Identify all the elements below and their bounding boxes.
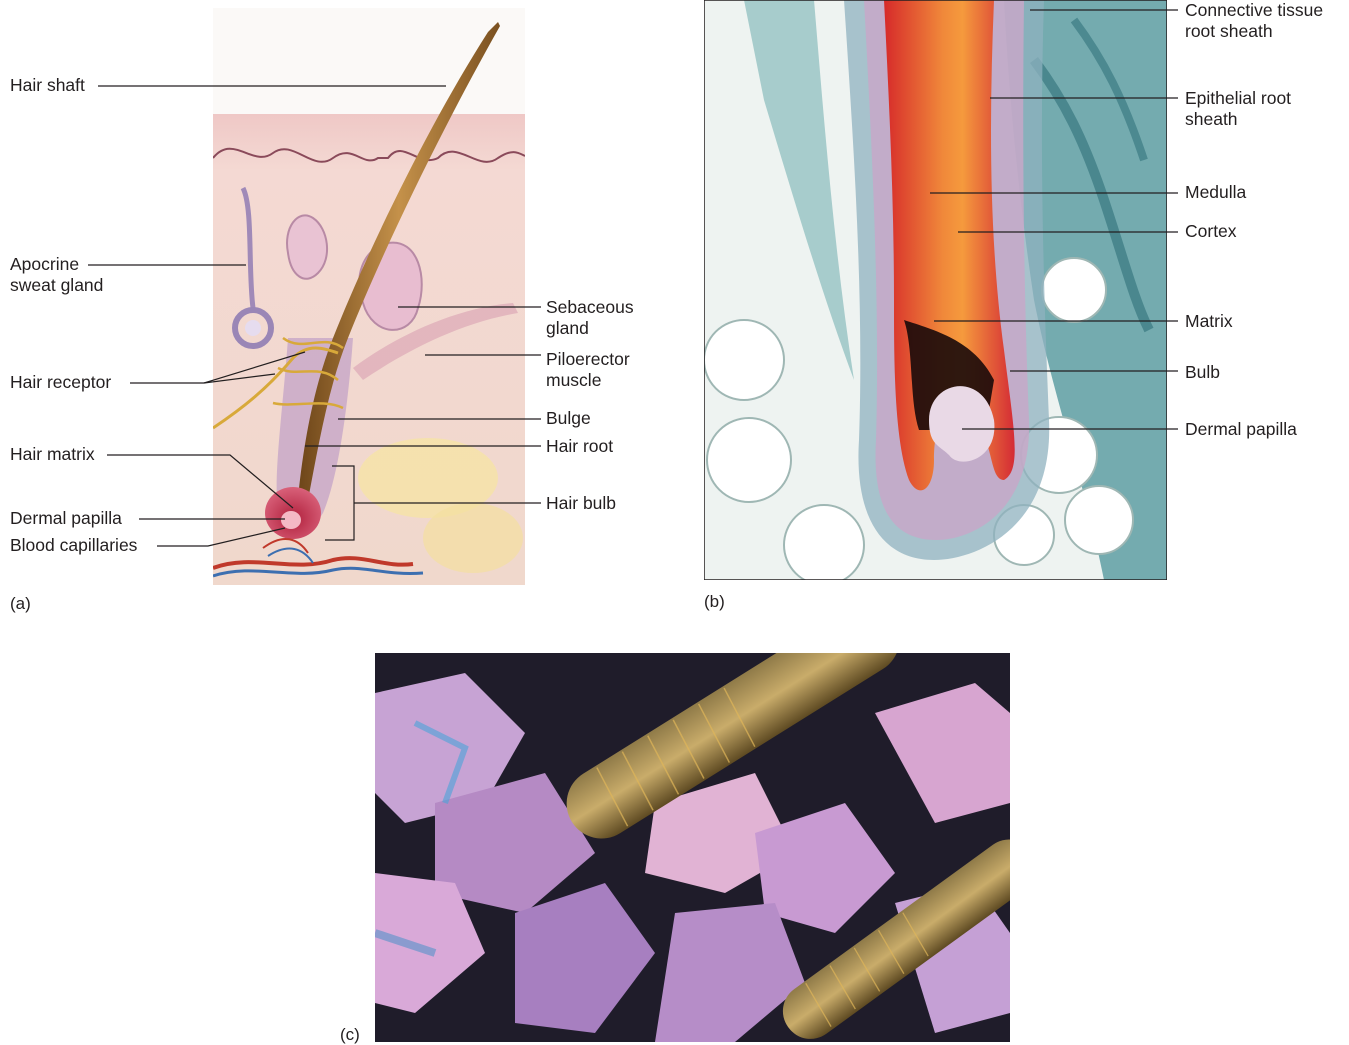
label-blood-capillaries: Blood capillaries [10, 535, 137, 556]
label-sebaceous-line2: gland [546, 318, 634, 339]
label-medulla: Medulla [1185, 182, 1246, 203]
label-hair-root: Hair root [546, 436, 613, 457]
label-matrix: Matrix [1185, 311, 1233, 332]
label-piloerector-muscle: Piloerector muscle [546, 349, 630, 391]
label-bulb: Bulb [1185, 362, 1220, 383]
label-apocrine-line2: sweat gland [10, 275, 103, 296]
label-epithelial-root-sheath: Epithelial root sheath [1185, 88, 1291, 130]
label-apocrine-sweat-gland: Apocrine sweat gland [10, 254, 103, 296]
label-connective-line2: root sheath [1185, 21, 1323, 42]
hair-follicle-illustration [213, 8, 525, 585]
panel-b-tag: (b) [704, 592, 725, 612]
label-cortex: Cortex [1185, 221, 1237, 242]
label-hair-shaft: Hair shaft [10, 75, 85, 96]
label-hair-bulb: Hair bulb [546, 493, 616, 514]
label-piloerector-line1: Piloerector [546, 349, 630, 370]
label-apocrine-line1: Apocrine [10, 254, 103, 275]
label-dermal-papilla-a: Dermal papilla [10, 508, 122, 529]
hair-sem-micrograph [375, 653, 1010, 1042]
label-hair-receptor: Hair receptor [10, 372, 111, 393]
label-connective-tissue-root-sheath: Connective tissue root sheath [1185, 0, 1323, 42]
label-bulge: Bulge [546, 408, 591, 429]
label-epithelial-line1: Epithelial root [1185, 88, 1291, 109]
label-dermal-papilla-b: Dermal papilla [1185, 419, 1297, 440]
label-piloerector-line2: muscle [546, 370, 630, 391]
panel-a-tag: (a) [10, 594, 31, 614]
label-sebaceous-gland: Sebaceous gland [546, 297, 634, 339]
label-connective-line1: Connective tissue [1185, 0, 1323, 21]
label-hair-matrix: Hair matrix [10, 444, 95, 465]
panel-c-tag: (c) [340, 1025, 360, 1045]
label-sebaceous-line1: Sebaceous [546, 297, 634, 318]
label-epithelial-line2: sheath [1185, 109, 1291, 130]
hair-follicle-micrograph [704, 0, 1167, 580]
